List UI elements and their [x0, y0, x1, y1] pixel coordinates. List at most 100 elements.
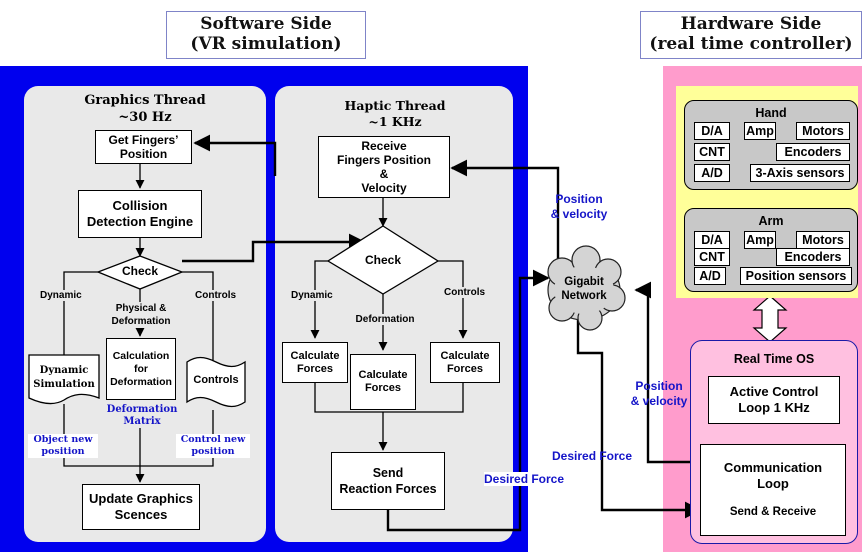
graphics-check-diamond — [96, 255, 184, 290]
deform-matrix-line1: Deformation — [106, 404, 178, 415]
position-velocity-bottom-label: Position & velocity — [622, 379, 696, 409]
calc-forces-def-line1: Calculate — [358, 369, 408, 381]
arm-amp-box: Amp — [744, 231, 776, 249]
send-receive-text: Send & Receive — [729, 506, 817, 518]
graphics-thread-name: Graphics Thread — [84, 93, 206, 108]
update-line1: Update Graphics — [88, 491, 194, 506]
haptic-controls-label: Controls — [444, 287, 486, 298]
get-fingers-line1: Get Fingers’ — [108, 133, 179, 147]
control-new-line2: position — [191, 446, 235, 457]
haptic-thread-title: Haptic Thread ~1 KHz — [295, 98, 495, 130]
graphics-controls-label: Controls — [195, 290, 237, 301]
gigabit-network-label: Gigabit Network — [554, 275, 614, 303]
hand-cnt-box: CNT — [694, 143, 730, 161]
network-line1: Gigabit — [564, 276, 604, 288]
hardware-title-line2: (real time controller) — [649, 34, 853, 54]
control-new-line1: Control new — [180, 434, 246, 445]
calc-def-line2: for — [134, 362, 148, 375]
pos-vel-bottom-line1: Position — [635, 379, 683, 393]
object-new-line1: Object new — [33, 434, 93, 445]
send-reaction-forces-box: Send Reaction Forces — [331, 452, 445, 510]
calc-forces-ctl-line2: Forces — [446, 362, 484, 375]
receive-line2: Fingers Position — [336, 153, 431, 167]
network-line2: Network — [561, 290, 607, 302]
hand-motors-box: Motors — [796, 122, 850, 140]
arm-motors-box: Motors — [796, 231, 850, 249]
calc-def-line1: Calculation — [112, 349, 170, 362]
physical-line1: Physical & — [115, 303, 167, 314]
haptic-deformation-label: Deformation — [354, 314, 416, 325]
haptic-check-label: Check — [364, 253, 402, 267]
software-side-title: Software Side (VR simulation) — [166, 11, 366, 59]
calc-forces-dyn-line2: Forces — [296, 362, 334, 375]
desired-force-right-label: Desired Force — [552, 449, 633, 463]
control-new-position-label: Control new position — [176, 434, 250, 458]
graphics-check-label: Check — [121, 264, 159, 278]
receive-fingers-box: Receive Fingers Position & Velocity — [318, 136, 450, 198]
object-new-line2: position — [41, 446, 85, 457]
calculate-forces-deformation-box: Calculate Forces — [350, 354, 416, 410]
get-fingers-position-box: Get Fingers’ Position — [95, 130, 192, 164]
hardware-title-line1: Hardware Side — [680, 14, 822, 34]
receive-line1: Receive — [361, 139, 407, 153]
position-velocity-top-label: Position & velocity — [542, 192, 616, 222]
update-graphics-box: Update Graphics Scences — [82, 484, 200, 530]
arm-ad-box: A/D — [694, 267, 726, 285]
collision-line2: Detection Engine — [86, 214, 194, 229]
arm-position-sensors-box: Position sensors — [740, 267, 852, 285]
hand-title: Hand — [755, 106, 787, 120]
active-line1: Active Control — [729, 384, 819, 399]
hand-ad-box: A/D — [694, 164, 730, 182]
pos-vel-bottom-line2: & velocity — [630, 394, 688, 408]
calculation-deformation-box: Calculation for Deformation — [106, 338, 176, 400]
controls-box-label: Controls — [193, 374, 239, 386]
receive-line4: Velocity — [361, 181, 407, 195]
pos-vel-top-line2: & velocity — [550, 207, 608, 221]
rtos-title: Real Time OS — [733, 352, 815, 366]
arm-da-box: D/A — [694, 231, 730, 249]
calc-forces-ctl-line1: Calculate — [440, 349, 490, 362]
haptic-check-diamond — [326, 225, 440, 295]
gigabit-network-cloud — [547, 245, 626, 331]
dynamic-simulation-shape — [28, 354, 100, 405]
arm-cnt-box: CNT — [694, 248, 730, 266]
deformation-matrix-label: Deformation Matrix — [102, 404, 182, 428]
receive-line3: & — [379, 167, 389, 181]
communication-loop-box: Communication Loop Send & Receive — [700, 444, 846, 536]
software-title-line2: (VR simulation) — [190, 34, 342, 54]
deform-matrix-line2: Matrix — [123, 416, 161, 427]
hand-da-box: D/A — [694, 122, 730, 140]
dyn-sim-line1: Dynamic — [39, 365, 89, 376]
comm-line2: Loop — [757, 476, 789, 491]
get-fingers-line2: Position — [119, 147, 168, 161]
haptic-thread-rate: ~1 KHz — [368, 114, 422, 129]
pos-vel-top-line1: Position — [555, 192, 603, 206]
graphics-dynamic-label: Dynamic — [40, 290, 82, 301]
active-control-loop-box: Active Control Loop 1 KHz — [708, 376, 840, 424]
controls-shape — [186, 356, 246, 408]
active-line2: Loop 1 KHz — [738, 400, 810, 415]
object-new-position-label: Object new position — [28, 434, 98, 458]
collision-detection-box: Collision Detection Engine — [78, 190, 202, 238]
dynamic-simulation-label: Dynamic Simulation — [28, 364, 100, 392]
arm-title: Arm — [758, 214, 784, 228]
calc-def-line3: Deformation — [110, 375, 172, 388]
send-line1: Send — [372, 466, 404, 480]
graphics-thread-rate: ~30 Hz — [118, 110, 172, 125]
calculate-forces-dynamic-box: Calculate Forces — [282, 342, 348, 383]
graphics-thread-title: Graphics Thread ~30 Hz — [24, 92, 266, 126]
comm-line1: Communication — [723, 460, 823, 475]
hand-encoders-box: Encoders — [776, 143, 850, 161]
haptic-dynamic-label: Dynamic — [291, 290, 333, 301]
haptic-thread-name: Haptic Thread — [344, 98, 446, 113]
arm-encoders-box: Encoders — [776, 248, 850, 266]
desired-force-left-label: Desired Force — [484, 472, 565, 486]
physical-line2: Deformation — [111, 316, 171, 327]
send-line2: Reaction Forces — [339, 482, 437, 496]
calc-forces-dyn-line1: Calculate — [290, 349, 340, 362]
calculate-forces-controls-box: Calculate Forces — [430, 342, 500, 383]
collision-line1: Collision — [112, 198, 168, 213]
dyn-sim-line2: Simulation — [33, 379, 95, 390]
hand-amp-box: Amp — [744, 122, 776, 140]
